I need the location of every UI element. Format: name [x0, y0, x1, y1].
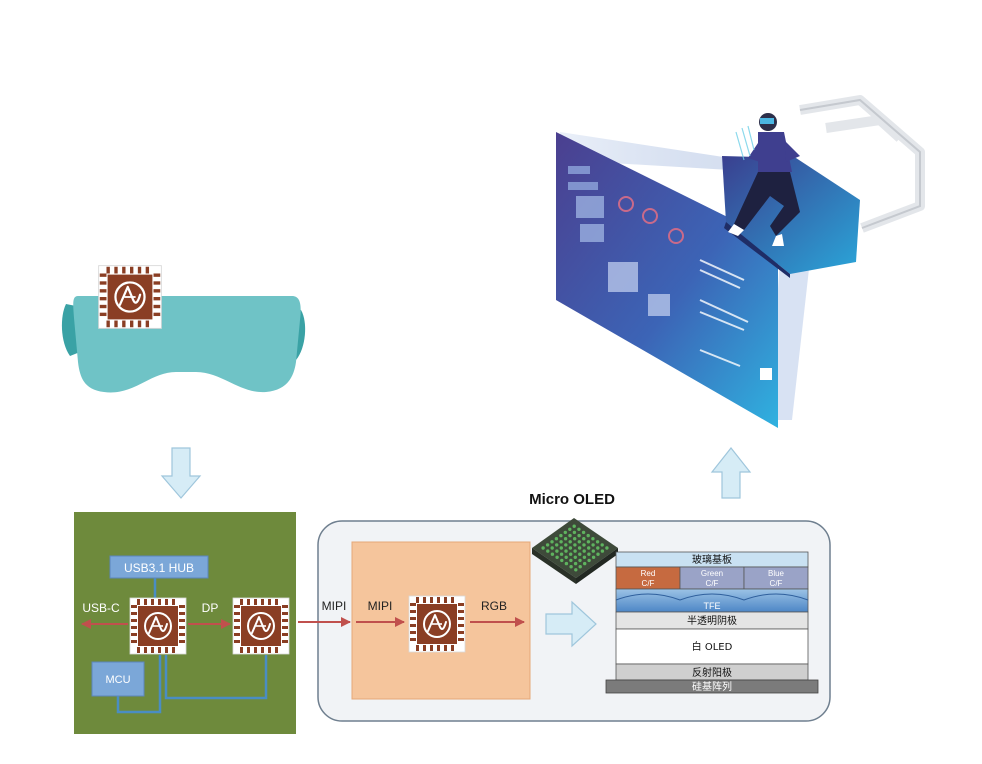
bga-ball [577, 546, 582, 550]
bga-ball [577, 533, 581, 538]
bga-ball [550, 552, 555, 556]
blue-cf-label-2: C/F [770, 579, 783, 588]
bga-ball [559, 552, 564, 556]
bga-ball [591, 549, 595, 553]
bga-ball [591, 543, 595, 547]
glass-substrate-label: 玻璃基板 [692, 553, 732, 566]
chip-icon [408, 595, 466, 653]
bga-ball [577, 527, 581, 531]
bga-ball [573, 555, 577, 559]
tfe-label: TFE [704, 601, 721, 611]
red-cf-label-2: C/F [642, 579, 655, 588]
bga-ball [595, 540, 600, 544]
bga-ball [600, 549, 605, 553]
bga-ball [582, 543, 586, 547]
bga-ball [559, 540, 563, 544]
bga-ball [568, 546, 573, 550]
bga-ball [582, 555, 587, 559]
bga-ball [555, 543, 559, 547]
bga-ball [555, 549, 559, 553]
mcu-label: MCU [105, 674, 130, 686]
bga-ball [559, 546, 563, 550]
bga-ball [573, 543, 577, 547]
bga-ball [573, 537, 577, 541]
vr-headset-icon [61, 264, 306, 393]
pcb-board: USB3.1 HUB MCU USB-C DP [74, 512, 296, 734]
reflective-anode-label: 反射阳极 [692, 666, 732, 679]
silicon-array-label: 硅基阵列 [692, 680, 732, 693]
bga-ball [600, 543, 604, 547]
bga-ball [568, 533, 572, 538]
bga-ball [568, 540, 572, 544]
mipi-inner-label: MIPI [368, 599, 393, 613]
green-cf-label: Green [701, 569, 723, 578]
micro-oled-title: Micro OLED [529, 491, 615, 508]
bga-ball [586, 540, 591, 544]
vr-user-illustration-icon [556, 95, 925, 428]
bga-ball [577, 540, 581, 544]
bga-ball [581, 530, 586, 535]
bga-ball [572, 524, 576, 528]
bga-ball [605, 546, 609, 550]
bga-ball [591, 537, 595, 541]
bga-ball [546, 549, 550, 553]
bga-ball [559, 533, 563, 538]
rgb-label: RGB [481, 599, 507, 613]
mipi-outer-label: MIPI [322, 599, 347, 613]
bga-ball [582, 537, 586, 541]
bga-ball [555, 555, 559, 559]
right-arrow-icon [545, 600, 597, 648]
bga-ball [563, 537, 568, 541]
bga-ball [569, 565, 573, 569]
bga-ball [573, 561, 578, 566]
semi-transparent-cathode-label: 半透明阴极 [687, 614, 737, 627]
down-arrow-icon [160, 447, 202, 499]
display-module-panel: MIPI MIPI RGB Micro OLED 玻璃基板 Red C/F Gr… [298, 491, 831, 722]
bga-ball [560, 558, 564, 563]
bga-ball [591, 555, 596, 559]
blue-cf-label: Blue [768, 569, 785, 578]
bga-ball [564, 555, 568, 559]
bga-ball [569, 558, 573, 563]
bga-ball [596, 546, 600, 550]
bga-ball [572, 530, 577, 535]
bga-ball [586, 533, 590, 538]
bga-ball [587, 546, 591, 550]
bga-ball [550, 540, 554, 544]
dp-label: DP [202, 601, 219, 615]
oled-layer-stack: 玻璃基板 Red C/F Green C/F Blue C/F TFE 半透明阴… [605, 551, 819, 694]
usbc-label: USB-C [82, 601, 120, 615]
red-cf-label: Red [641, 569, 656, 578]
bga-ball [587, 552, 591, 556]
bga-ball [564, 561, 569, 566]
bga-ball [554, 537, 559, 541]
bga-ball [550, 546, 554, 550]
bga-ball [569, 552, 573, 556]
chip-icon [232, 597, 290, 655]
up-arrow-icon [710, 447, 752, 499]
bga-ball [587, 558, 591, 563]
bga-ball [578, 558, 582, 563]
bga-ball [578, 565, 582, 569]
bga-ball [596, 552, 600, 556]
green-cf-label-2: C/F [706, 579, 719, 588]
bga-ball [563, 530, 567, 535]
bga-ball [564, 549, 568, 553]
chip-icon [129, 597, 187, 655]
bga-ball [578, 552, 582, 556]
bga-ball [573, 549, 577, 553]
bga-chip-icon [532, 518, 618, 584]
bga-ball [564, 543, 568, 547]
usb-hub-label: USB3.1 HUB [124, 561, 194, 575]
bga-ball [582, 549, 586, 553]
bga-ball [568, 527, 572, 531]
bga-ball [574, 568, 578, 572]
chip-icon [97, 264, 163, 330]
bga-ball [583, 561, 587, 566]
bga-ball [541, 546, 545, 550]
white-oled-label: 白 OLED [692, 640, 733, 653]
bga-ball [545, 543, 550, 547]
